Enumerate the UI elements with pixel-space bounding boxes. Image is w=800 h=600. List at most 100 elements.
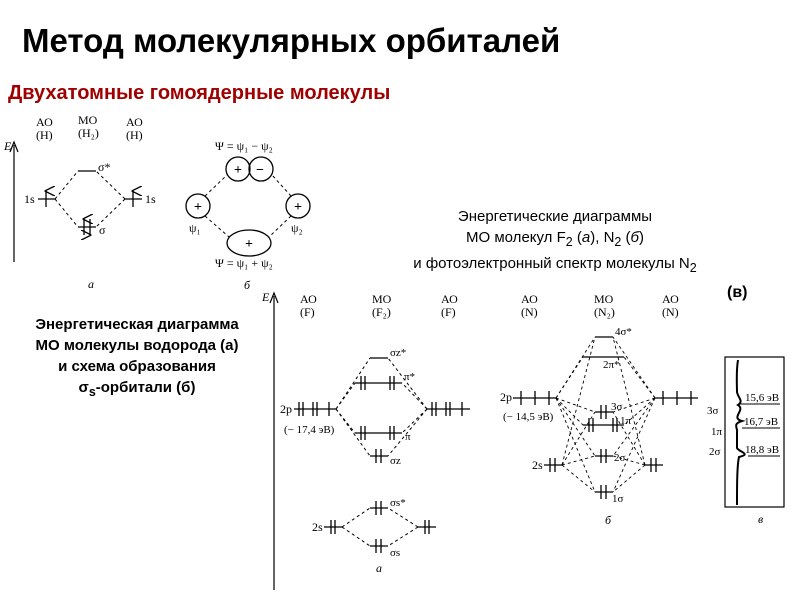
h2-sigma-star-label: σ* — [98, 160, 110, 174]
f2-col-ao-left: АО — [300, 292, 317, 306]
f2-2s-label: 2s — [312, 520, 323, 534]
f2-panel-label: а — [376, 561, 382, 575]
f2-sigma-s-label: σs — [390, 547, 400, 559]
f2-energy-axis-label: E — [261, 290, 270, 304]
spectrum-peak-2sigma-energy: 18,8 эВ — [745, 444, 779, 456]
orbital-panel-label: б — [244, 278, 251, 292]
f2-sigma-z-star-label: σz* — [390, 347, 406, 359]
n2-3sigma-label: 3σ — [611, 401, 623, 413]
n2-4sigma-label: 4σ* — [615, 326, 632, 338]
h2-col-ao-left: АО — [36, 115, 53, 129]
n2-2p-energy: (− 14,5 эВ) — [503, 411, 554, 423]
h2-correlation-lines — [54, 170, 126, 228]
psi2-plus-sign: + — [294, 200, 302, 215]
n2-2s-right-level — [645, 458, 663, 472]
psi-plus-formula: Ψ = ψ₁ + ψ₂ — [215, 256, 273, 270]
n2-col-ao-right-atom: (N) — [662, 305, 679, 319]
f2-2p-left-levels — [294, 402, 336, 416]
n2-col-ao-left-atom: (N) — [521, 305, 538, 319]
n2-2p-left-levels — [513, 391, 556, 405]
h2-col-ao-left-atom: (H) — [36, 128, 53, 142]
n2-col-ao-left: АО — [521, 292, 538, 306]
n2-2s-label: 2s — [532, 458, 543, 472]
n2-1pi-label: 1π — [620, 415, 632, 427]
n2-2p-right-levels — [655, 391, 698, 405]
psi2-orbital — [285, 193, 311, 219]
h2-panel-label: а — [88, 277, 94, 291]
f2-pi-star-levels — [355, 376, 402, 390]
f2-2s-correlation-lines — [341, 507, 419, 547]
caption-right-line2: МО молекул F2 (а), N2 (б) — [466, 229, 644, 249]
n2-col-mo-mol: (N₂) — [594, 305, 615, 319]
spectrum-peak-1pi-orbital: 1π — [711, 426, 723, 438]
energy-axis-label: E — [3, 139, 12, 153]
h2-col-mo: МО — [78, 113, 98, 127]
f2-col-ao-left-atom: (F) — [300, 305, 315, 319]
orbital-correlation-lines — [204, 174, 292, 238]
n2-2p-label: 2p — [500, 390, 512, 404]
f2-sigma-z-label: σz — [390, 455, 401, 467]
h2-col-ao-right-atom: (H) — [126, 128, 143, 142]
n2-2sigma-level — [595, 449, 613, 463]
f2-energy-axis-arrow-icon — [269, 291, 279, 304]
f2-col-ao-right-atom: (F) — [441, 305, 456, 319]
h2-col-mo-mol: (H₂) — [78, 126, 99, 140]
n2-2s-left-level — [544, 458, 562, 472]
caption-left-line2: МО молекулы водорода (а) — [35, 337, 239, 354]
energy-axis-arrow-icon — [9, 140, 19, 153]
f2-2p-correlation-lines — [335, 357, 428, 457]
antibonding-lobe-minus — [248, 156, 274, 182]
h2-1s-right-label: 1s — [145, 192, 156, 206]
spectrum-panel-label: в — [758, 512, 763, 526]
f2-sigma-s-star-level — [370, 501, 388, 515]
spectrum-peak-1pi-energy: 16,7 эВ — [744, 416, 778, 428]
psi1-label: ψ₁ — [189, 221, 201, 235]
spectrum-peak-2sigma-orbital: 2σ — [709, 446, 721, 458]
n2-2pi-label: 2π* — [603, 359, 620, 371]
spectrum-peak-3sigma-orbital: 3σ — [707, 405, 719, 417]
spectrum-frame — [724, 356, 785, 508]
f2-col-mo-mol: (F₂) — [372, 305, 391, 319]
caption-left-line3: и схема образования — [58, 358, 216, 375]
f2-pi-star-label: π* — [404, 371, 415, 383]
caption-right-line1: Энергетические диаграммы — [457, 208, 653, 225]
page-title: Метод молекулярных орбиталей — [22, 22, 561, 59]
f2-2p-label: 2p — [280, 402, 292, 416]
h2-mo-diagram: E АО (H) МО (H₂) АО (H) 1s 1s σ* σ а — [3, 113, 156, 291]
antibonding-plus-sign: + — [234, 163, 242, 178]
n2-3sigma-level — [595, 405, 613, 419]
bonding-plus-sign: + — [245, 237, 253, 252]
caption-energy-diagrams: Энергетические диаграммы МО молекул F2 (… — [345, 206, 765, 279]
bonding-orbital — [226, 229, 272, 257]
f2-sigma-s-star-label: σs* — [390, 497, 406, 509]
spectrum-peak-3sigma-energy: 15,6 эВ — [745, 392, 779, 404]
f2-col-ao-right: АО — [441, 292, 458, 306]
h2-1s-left-label: 1s — [24, 192, 35, 206]
f2-mo-diagram: E АО (F) МО (F₂) АО (F) 2p (− 17,4 эВ) σ… — [261, 290, 470, 590]
f2-2s-left-level — [324, 520, 342, 534]
n2-1pi-levels — [583, 418, 624, 432]
orbital-formation-scheme: Ψ = ψ₁ − ψ₂ + − + ψ₁ + ψ₂ + Ψ = ψ₁ + ψ₂ … — [185, 139, 311, 292]
n2-col-mo: МО — [594, 292, 614, 306]
psi-minus-formula: Ψ = ψ₁ − ψ₂ — [215, 139, 273, 153]
f2-sigma-s-level — [370, 539, 388, 553]
n2-panel-label: б — [605, 513, 612, 527]
n2-correlation-lines — [555, 336, 656, 493]
page-subtitle: Двухатомные гомоядерные молекулы — [8, 82, 391, 104]
antibonding-lobe-plus — [225, 156, 251, 182]
caption-right-line3: и фотоэлектронный спектр молекулы N2 — [413, 255, 697, 275]
f2-2s-right-level — [418, 520, 436, 534]
h2-col-ao-right: АО — [126, 115, 143, 129]
spectrum-curve — [735, 359, 746, 506]
n2-1sigma-label: 1σ — [612, 493, 624, 505]
f2-pi-levels — [355, 426, 402, 440]
caption-right-line4: (в) — [727, 284, 748, 301]
psi1-orbital — [185, 193, 211, 219]
n2-photoelectron-spectrum: 3σ 15,6 эВ 1π 16,7 эВ 2σ 18,8 эВ в — [707, 356, 785, 526]
f2-sigma-z-level — [370, 449, 388, 463]
f2-pi-label: π — [405, 431, 411, 443]
antibonding-minus-sign: − — [256, 163, 264, 178]
n2-mo-diagram: АО (N) МО (N₂) АО (N) 2p (− 14,5 эВ) 2s … — [500, 292, 698, 527]
caption-left-line4: σs-орбитали (б) — [78, 379, 196, 399]
